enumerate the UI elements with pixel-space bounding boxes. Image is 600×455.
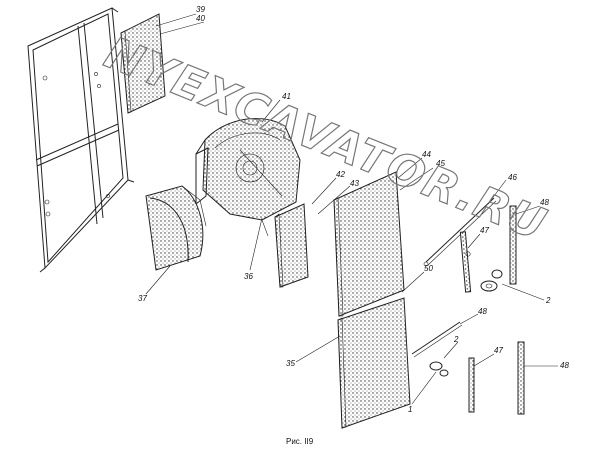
callout-36: 36 [244,272,253,281]
side-panel-lower [337,297,411,429]
curved-duct [145,185,207,271]
filter-panel-42 [274,203,309,288]
callout-48-middle: 48 [478,307,487,316]
seal-strip-48-lower [517,341,525,415]
latch-parts-upper [480,269,503,292]
callout-42: 42 [336,170,345,179]
callout-43: 43 [350,179,359,188]
leader-lines [145,13,558,405]
callout-45: 45 [436,159,445,168]
callout-47-upper: 47 [480,226,489,235]
callout-37: 37 [138,294,147,303]
callout-39: 39 [196,5,205,14]
hinge-strip-47-lower [468,357,475,413]
seal-strip-48-upper [509,205,517,285]
callout-40: 40 [196,14,205,23]
figure-caption: Рис. II9 [286,437,314,446]
insulation-panel-40 [120,13,166,114]
callout-1: 1 [408,405,412,414]
callout-41: 41 [282,92,291,101]
callout-2-upper: 2 [545,296,551,305]
callout-48-upper: 48 [540,198,549,207]
callout-47-lower: 47 [494,346,503,355]
hinge-strip-47-upper [459,231,472,293]
callout-46: 46 [508,173,517,182]
callout-labels: 39 40 41 42 43 44 45 46 47 48 2 50 36 37… [138,5,569,414]
callout-50: 50 [424,264,433,273]
callout-48-lower: 48 [560,361,569,370]
callout-44: 44 [422,150,431,159]
heater-housing [195,118,301,237]
rod-lower [411,321,463,377]
callout-35: 35 [286,359,295,368]
callout-2-lower: 2 [453,335,459,344]
door-frame [27,7,135,273]
